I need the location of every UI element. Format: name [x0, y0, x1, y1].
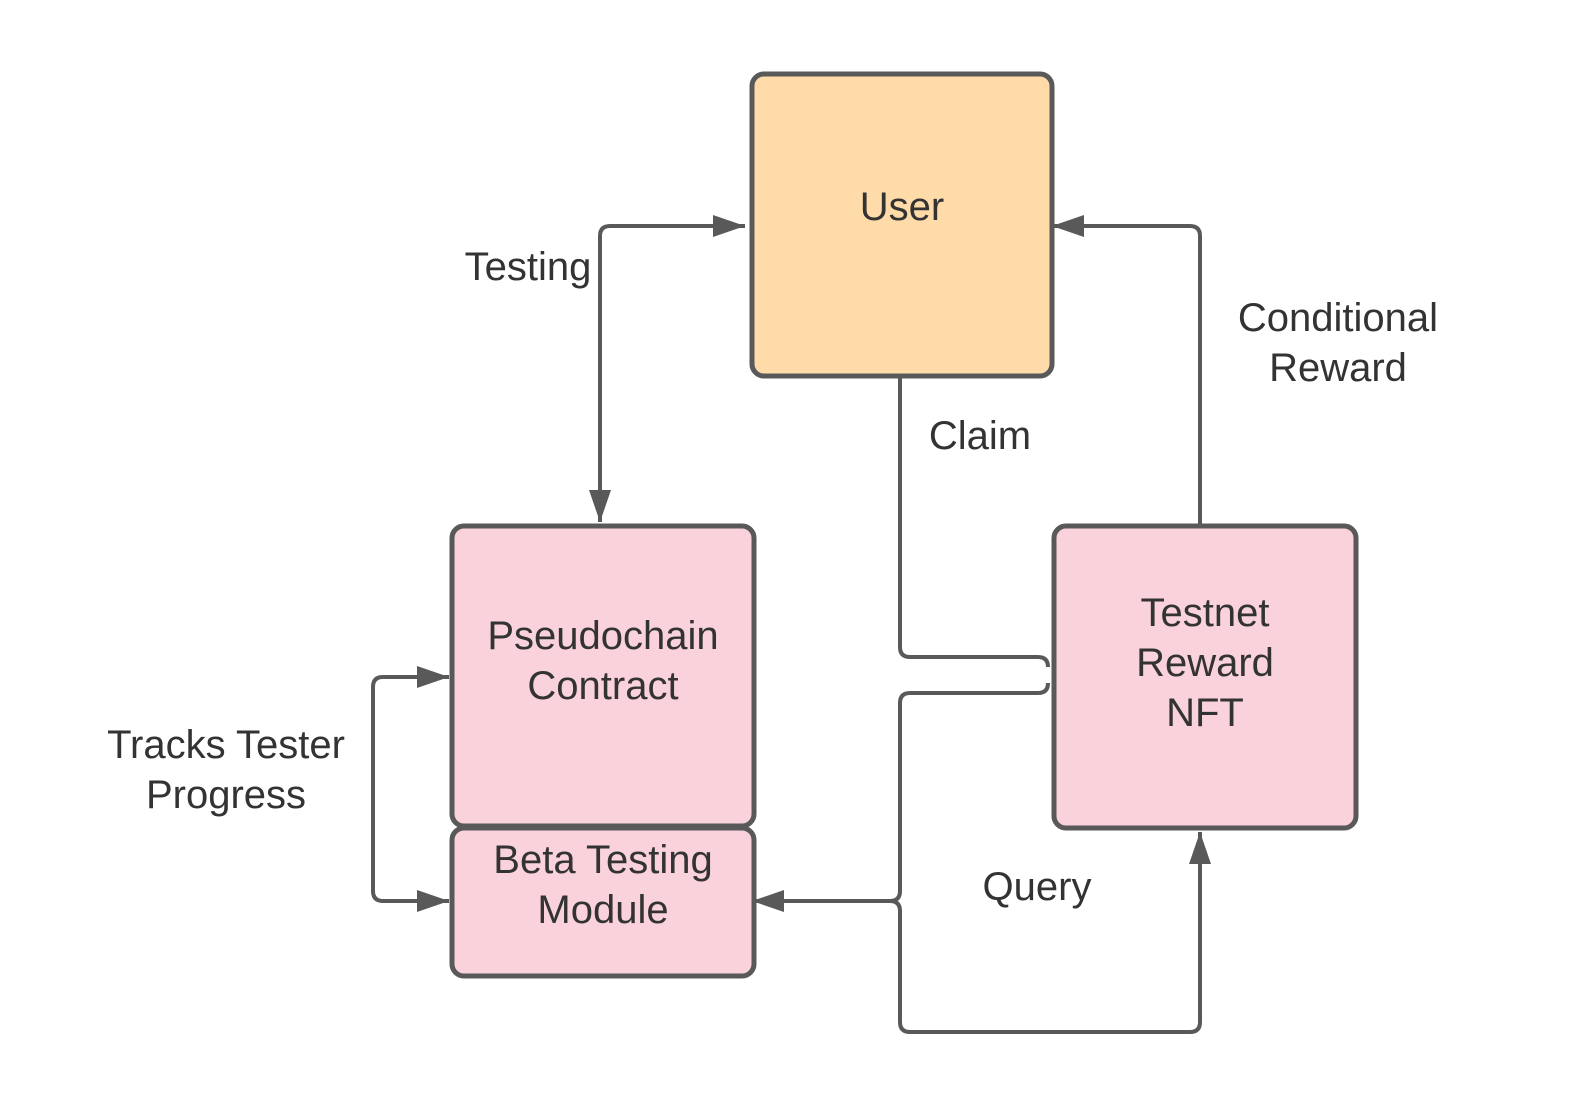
arrowhead-tracks-to-contract — [417, 666, 449, 688]
edge-label-query-line-1: Query — [983, 865, 1092, 909]
node-user-label-line-1: User — [860, 185, 944, 229]
edge-nft-to-module — [752, 682, 1050, 903]
arrowhead-tracks-to-module — [417, 890, 449, 912]
connectors — [371, 215, 1211, 1034]
node-testnet-reward-nft-label-line-3: NFT — [1166, 691, 1244, 735]
edge-label-tracks-tester-progress-line-1: Tracks Tester — [107, 723, 345, 767]
edge-label-testing: Testing — [465, 245, 592, 289]
node-testnet-reward-nft-box — [1051, 523, 1359, 831]
arrowhead-testing-to-user — [713, 215, 745, 237]
node-beta-testing-module-label-line-2: Module — [537, 888, 668, 932]
edge-claim — [898, 377, 1050, 668]
arrowhead-nft-to-module — [752, 890, 784, 912]
node-beta-testing-module-label-line-1: Beta Testing — [493, 838, 712, 882]
node-testnet-reward-nft-label-line-2: Reward — [1136, 641, 1274, 685]
node-user-box — [749, 71, 1055, 379]
node-pseudochain-contract-label-line-1: Pseudochain — [487, 614, 718, 658]
node-user: User — [749, 71, 1055, 379]
edge-label-query: Query — [983, 865, 1092, 909]
edge-conditional-reward — [1052, 224, 1202, 525]
edge-label-claim: Claim — [929, 414, 1031, 458]
node-user-label: User — [860, 185, 944, 229]
node-beta-testing-module-box — [449, 825, 757, 979]
edge-label-conditional-reward-line-2: Reward — [1269, 346, 1407, 390]
arrowhead-conditional-reward — [1052, 215, 1084, 237]
edge-testing — [598, 224, 745, 522]
node-pseudochain-contract-label-line-2: Contract — [527, 664, 678, 708]
edge-label-testing-line-1: Testing — [465, 245, 592, 289]
arrowhead-query — [1189, 832, 1211, 864]
edge-tracks-tester-progress — [371, 675, 449, 903]
edge-label-conditional-reward-line-1: Conditional — [1238, 296, 1438, 340]
node-testnet-reward-nft-label-line-1: Testnet — [1141, 591, 1270, 635]
edge-label-claim-line-1: Claim — [929, 414, 1031, 458]
edge-label-tracks-tester-progress-line-2: Progress — [146, 773, 306, 817]
edge-query — [889, 832, 1202, 1034]
arrowhead-testing-to-contract — [589, 490, 611, 522]
